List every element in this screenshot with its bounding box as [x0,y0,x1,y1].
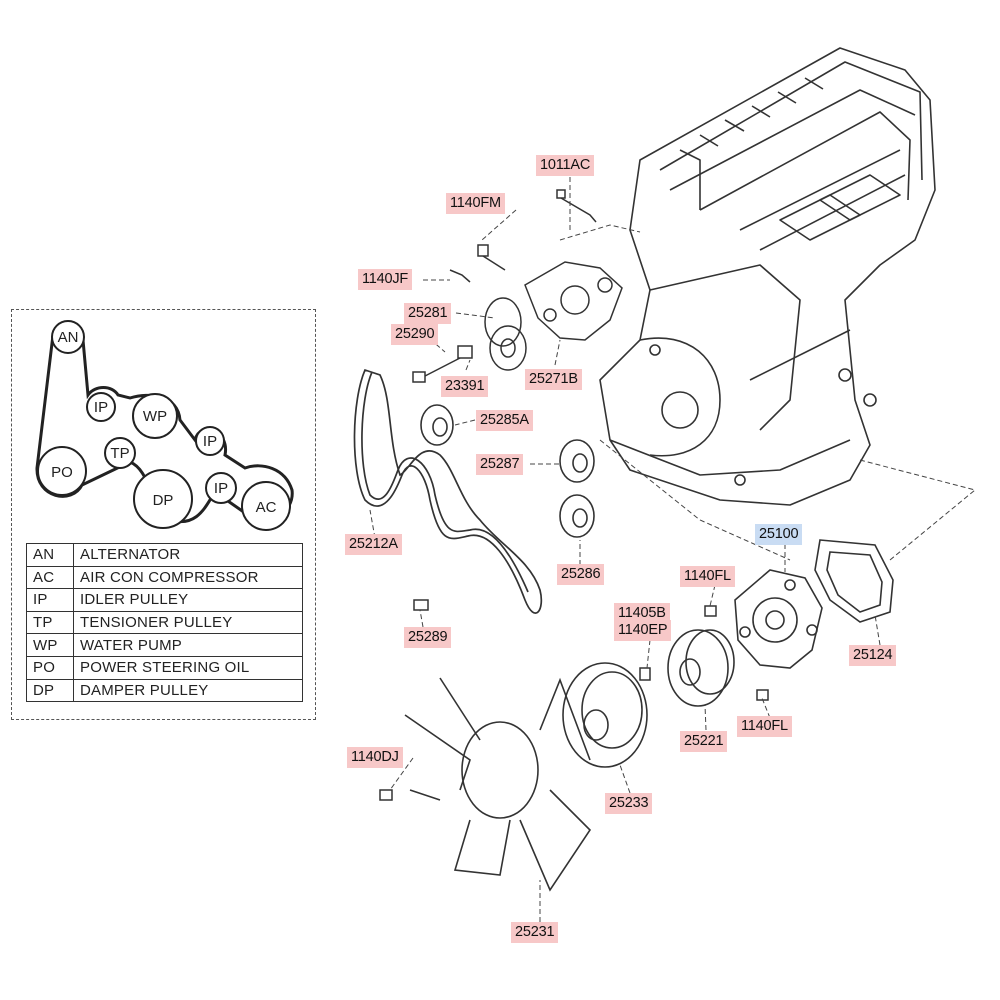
legend-name: AIR CON COMPRESSOR [73,565,303,590]
water-pump-pulley-25221 [667,629,735,707]
legend-name: IDLER PULLEY [73,588,303,612]
pulley-label-po: PO [51,464,73,481]
pulley-po [37,446,87,496]
part-callout-25271b[interactable]: 25271B [525,369,582,390]
part-callout-25285a[interactable]: 25285A [476,410,533,431]
part-callout-25290[interactable]: 25290 [391,324,439,345]
legend-code: AC [26,565,74,590]
pulley-ip-1 [86,392,116,422]
part-callout-11405b[interactable]: 11405B [614,603,670,624]
pulley-label-wp: WP [143,408,167,425]
water-pump-25100 [734,569,823,669]
pulley-ip-2 [195,426,225,456]
part-callout-1140jf[interactable]: 1140JF [358,269,413,290]
legend-name: POWER STEERING OIL [73,655,303,680]
part-callout-25287[interactable]: 25287 [476,454,524,475]
leader-lines [369,177,977,922]
pulley-label-dp: DP [153,492,174,509]
part-callout-25286[interactable]: 25286 [557,564,605,585]
legend-name: WATER PUMP [73,633,303,657]
pulley-label-tp: TP [110,445,129,462]
pulley-wp [132,393,178,439]
engine-block [599,47,936,506]
legend-code: PO [26,655,74,680]
legend-code: TP [26,610,74,635]
pulley-tp [104,437,136,469]
part-callout-23391[interactable]: 23391 [441,376,489,397]
pulley-dp [133,469,193,529]
pulley-ip-3 [205,472,237,504]
part-callout-1140fl-top[interactable]: 1140FL [680,566,735,587]
part-callout-25124[interactable]: 25124 [849,645,897,666]
part-callout-25100[interactable]: 25100 [755,524,803,545]
pulley-an [51,320,85,354]
cooling-fan-25231 [404,677,592,892]
part-callout-1011ac[interactable]: 1011AC [536,155,595,176]
legend-code: AN [26,543,74,567]
drive-belt-25212A [353,368,543,614]
legend-code: IP [26,588,74,612]
idler-pulley-25285A [420,404,454,446]
tensioner-bracket [524,261,623,341]
belt-routing-diagram: AN IP WP IP TP PO DP IP AC [35,320,294,531]
part-callout-25289[interactable]: 25289 [404,627,452,648]
pulley-label-ip-1: IP [94,399,108,416]
part-callout-25231[interactable]: 25231 [511,922,559,943]
gasket-25124 [814,539,894,623]
pulley-ac [241,481,291,531]
pulley-label-ip-3: IP [214,480,228,497]
part-callout-25281[interactable]: 25281 [404,303,452,324]
part-callout-1140fl-bottom[interactable]: 1140FL [737,716,792,737]
part-callout-1140fm[interactable]: 1140FM [446,193,505,214]
legend-name: ALTERNATOR [73,543,303,567]
idler-pulley-25287 [559,439,595,483]
part-callout-1140dj[interactable]: 1140DJ [347,747,403,768]
belt-path [35,320,294,524]
legend-name: TENSIONER PULLEY [73,610,303,635]
legend-code: WP [26,633,74,657]
part-callout-25233[interactable]: 25233 [605,793,653,814]
part-callout-1140ep[interactable]: 1140EP [614,620,672,641]
pulley-label-ac: AC [256,499,277,516]
pulley-label-an: AN [58,329,79,346]
pulley-label-ip-2: IP [203,433,217,450]
part-callout-25221[interactable]: 25221 [680,731,728,752]
legend-code: DP [26,678,74,703]
legend-name: DAMPER PULLEY [73,678,303,703]
part-callout-25212a[interactable]: 25212A [345,534,402,555]
idler-pulley-25286 [559,494,595,538]
tensioner-pulley-25281 [484,297,527,371]
bolts [379,189,769,801]
belt-diagram-frame [11,309,316,720]
fan-clutch-25233 [562,662,648,768]
